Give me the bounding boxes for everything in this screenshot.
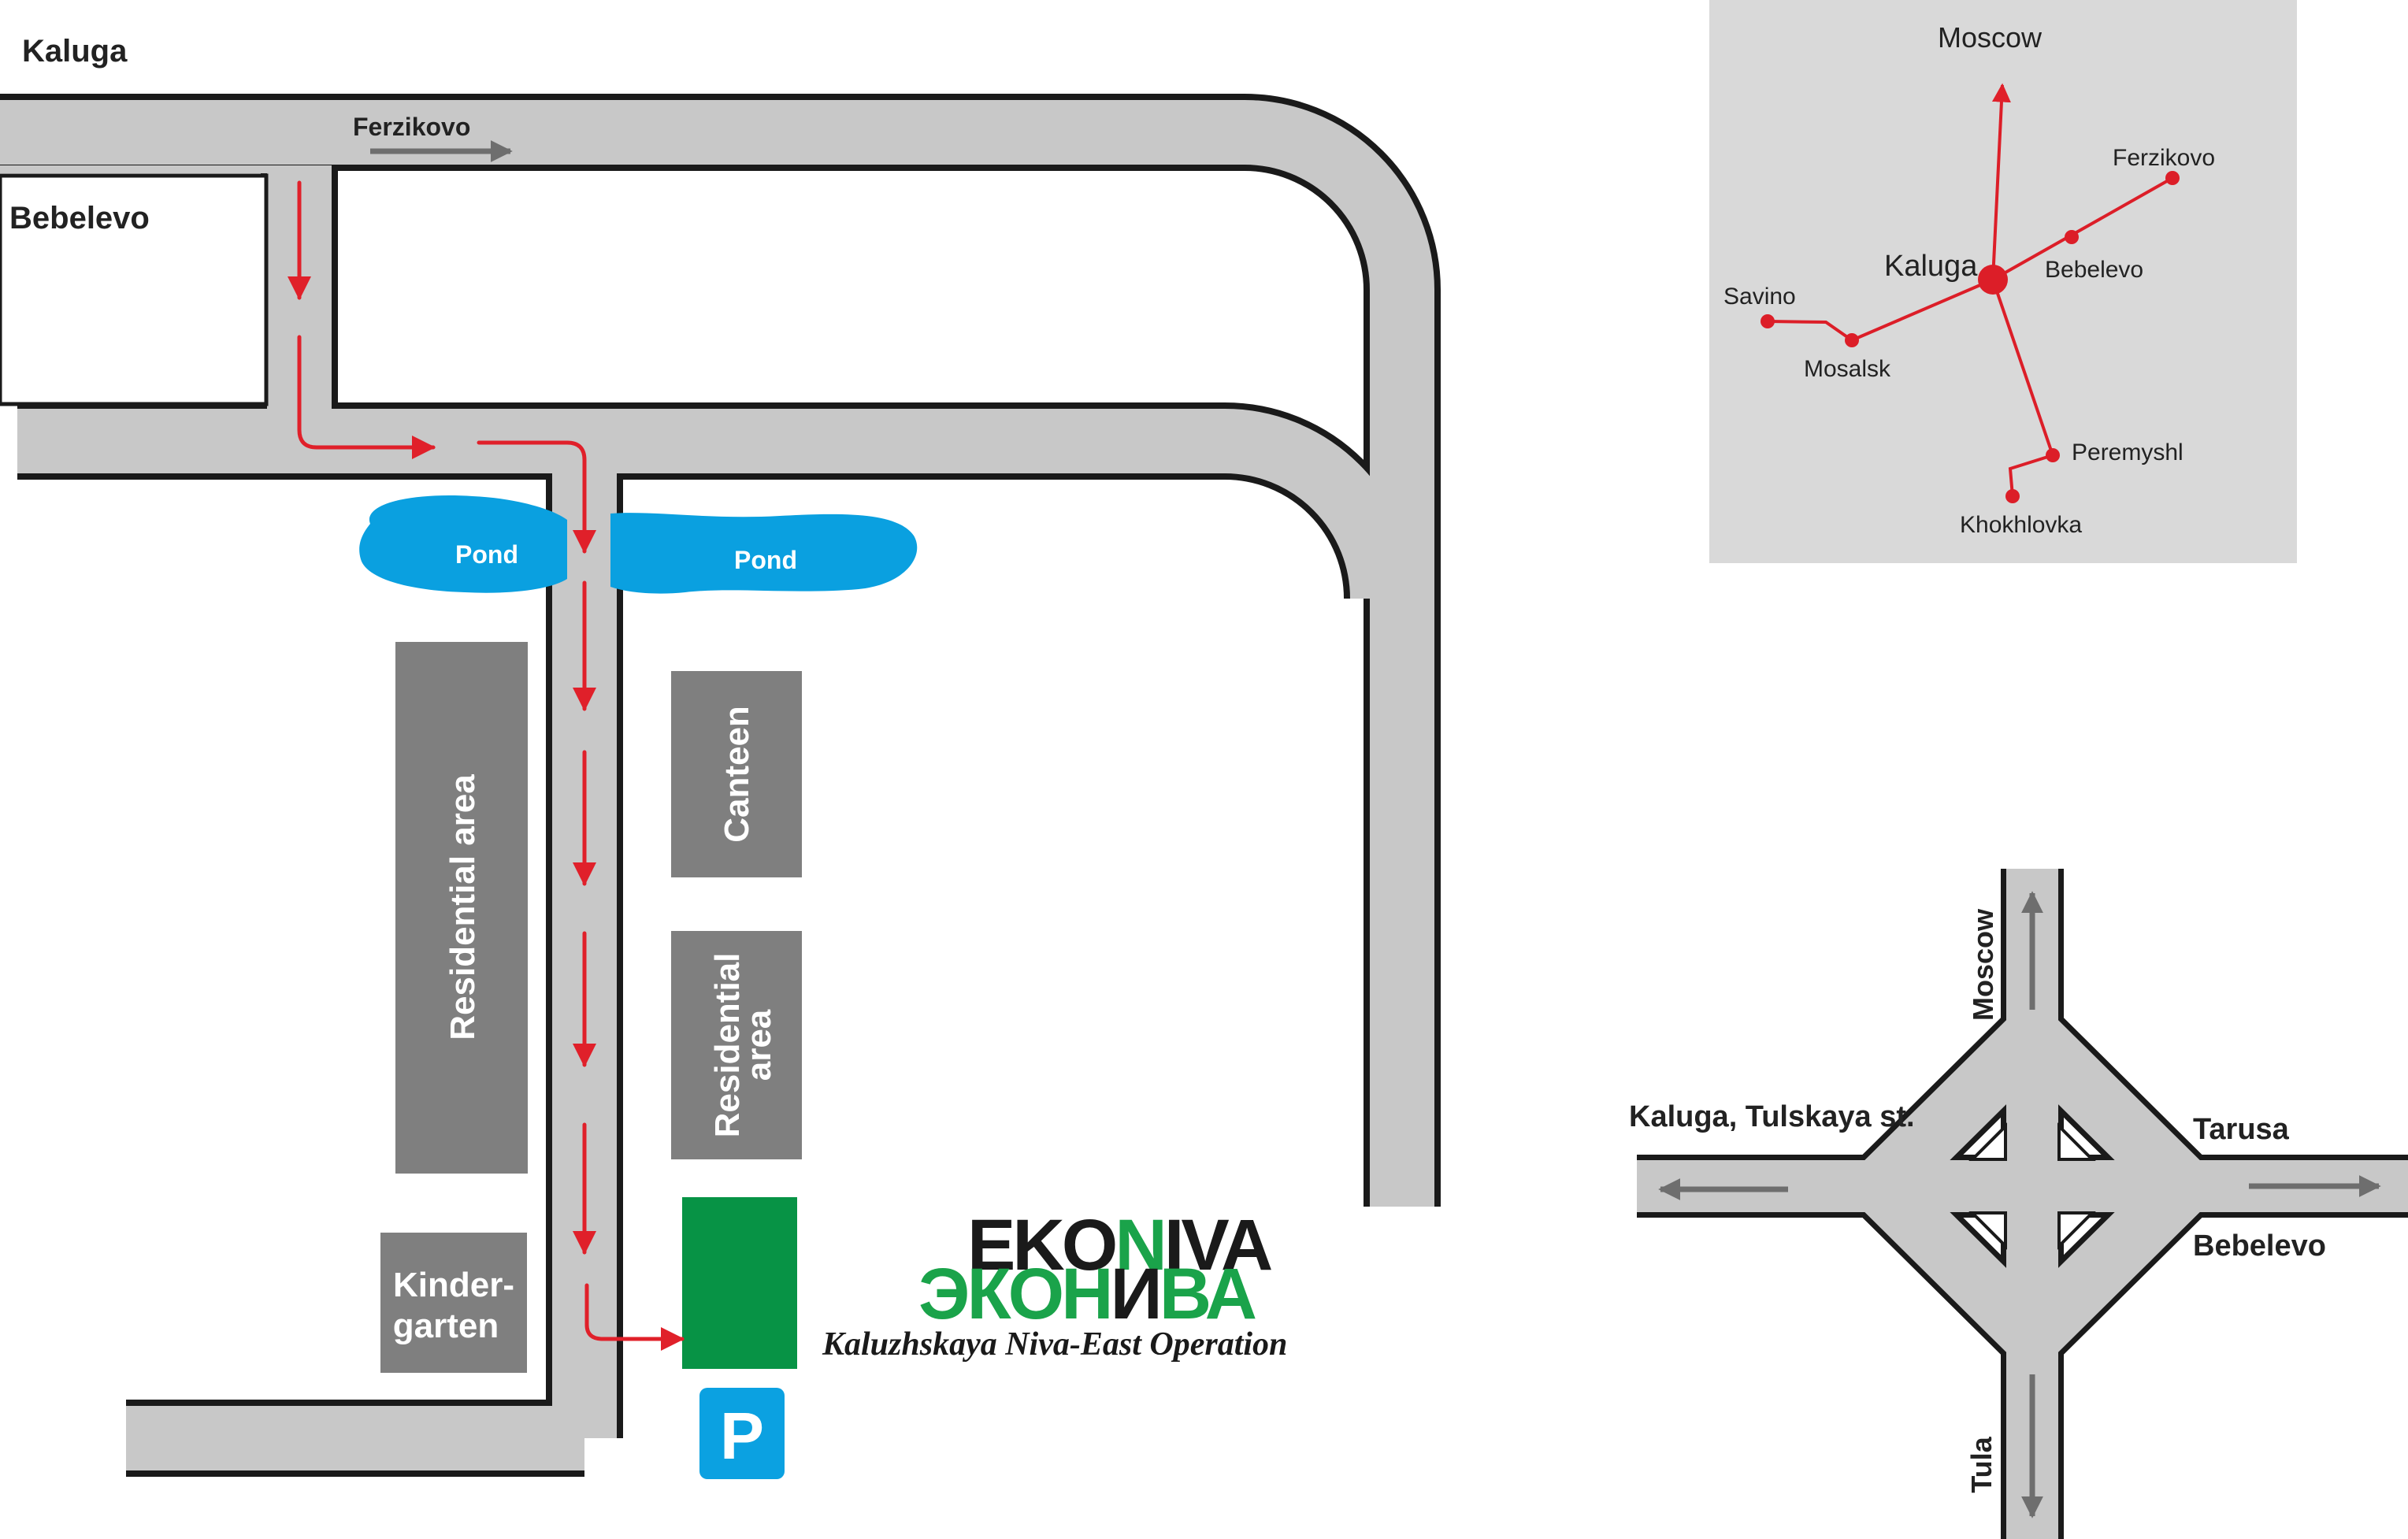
buildings: Residential area Canteen Residential are… xyxy=(380,642,802,1479)
residential-area-left xyxy=(395,642,528,1174)
city-dot-ferzikovo xyxy=(2165,171,2180,185)
city-dot-kaluga xyxy=(1978,265,2008,295)
city-label-mosalsk: Mosalsk xyxy=(1804,356,1891,382)
canteen-label: Canteen xyxy=(718,706,756,843)
interchange-label-moscow: Moscow xyxy=(1967,908,1999,1021)
interchange-label-bebelevo: Bebelevo xyxy=(2193,1229,2326,1263)
city-label-kaluga: Kaluga xyxy=(1884,250,1978,283)
logo-latin: EKONIVA xyxy=(967,1205,1272,1285)
city-dot-mosalsk xyxy=(1845,333,1859,347)
kindergarten-building xyxy=(380,1233,527,1373)
bebelevo-block-cover xyxy=(0,165,268,173)
company-logo: EKONIVA ЭКОНИВА Kaluzhskaya Niva-East Op… xyxy=(822,1205,1287,1363)
city-label-peremyshl: Peremyshl xyxy=(2072,439,2184,465)
interchange-ring xyxy=(1838,994,2227,1378)
road-network xyxy=(0,94,1441,1477)
place-label-ferzikovo: Ferzikovo xyxy=(353,113,470,141)
pond-right-label: Pond xyxy=(734,546,797,574)
city-dot-savino xyxy=(1761,314,1775,328)
bebelevo-block-corner xyxy=(0,173,269,406)
route-kaluga-peremyshl xyxy=(1991,279,2054,456)
route-peremyshl-khokhlovka xyxy=(2008,454,2054,497)
parking-sign xyxy=(699,1388,785,1479)
route-kaluga-moscow xyxy=(1991,83,2011,280)
pond-left xyxy=(359,495,567,593)
kindergarten-label-1: Kinder- xyxy=(393,1266,514,1304)
route-arrow-8 xyxy=(584,1283,685,1351)
route-arrow-2 xyxy=(297,335,436,459)
route-kaluga-ferzikovo xyxy=(1992,176,2173,281)
residential-area-right-label-1: Residential xyxy=(708,953,747,1138)
route-kaluga-mosalsk xyxy=(1851,278,1994,342)
ponds: Pond Pond xyxy=(359,495,918,594)
regional-inset-map: Moscow Ferzikovo Kaluga Bebelevo Savino … xyxy=(1709,0,2297,563)
interchange-island-ne xyxy=(2057,1122,2096,1161)
logo-subtitle: Kaluzhskaya Niva-East Operation xyxy=(822,1326,1287,1363)
residential-area-left-label: Residential area xyxy=(443,774,482,1040)
interchange-label-kaluga: Kaluga, Tulskaya st. xyxy=(1629,1100,1915,1133)
canteen-building xyxy=(671,671,802,877)
city-label-ferzikovo: Ferzikovo xyxy=(2113,145,2215,171)
interchange-island-sw xyxy=(1968,1211,2007,1250)
interchange-island-se xyxy=(2057,1211,2096,1250)
city-label-bebelevo: Bebelevo xyxy=(2045,257,2143,283)
city-label-khokhlovka: Khokhlovka xyxy=(1960,512,2082,538)
residential-area-right xyxy=(671,931,802,1159)
interchange-label-tarusa: Tarusa xyxy=(2193,1113,2290,1146)
kindergarten-label-2: garten xyxy=(393,1307,499,1345)
parking-lot xyxy=(682,1197,797,1369)
logo-cyrillic: ЭКОНИВА xyxy=(918,1254,1256,1334)
interchange-island-nw xyxy=(1968,1122,2007,1161)
city-label-moscow: Moscow xyxy=(1938,21,2043,54)
city-dot-peremyshl xyxy=(2046,448,2060,462)
place-label-kaluga: Kaluga xyxy=(22,34,128,69)
pond-left-label: Pond xyxy=(455,540,518,569)
route-mosalsk-savino xyxy=(1767,320,1853,342)
pond-right xyxy=(610,513,918,594)
route-arrow-3 xyxy=(477,440,596,554)
city-dot-bebelevo xyxy=(2065,230,2079,244)
place-label-bebelevo: Bebelevo xyxy=(9,201,150,235)
interchange-inset: Moscow Kaluga, Tulskaya st. Tarusa Bebel… xyxy=(1629,869,2408,1539)
road-top xyxy=(0,100,1434,1207)
road-middle xyxy=(17,409,1415,599)
city-label-savino: Savino xyxy=(1723,284,1796,310)
route-arrows xyxy=(288,180,685,1351)
residential-area-right-label-2: area xyxy=(740,1009,778,1081)
interchange-label-tula: Tula xyxy=(1965,1436,1998,1493)
parking-sign-letter: P xyxy=(720,1399,764,1473)
city-dot-khokhlovka xyxy=(2005,489,2020,503)
